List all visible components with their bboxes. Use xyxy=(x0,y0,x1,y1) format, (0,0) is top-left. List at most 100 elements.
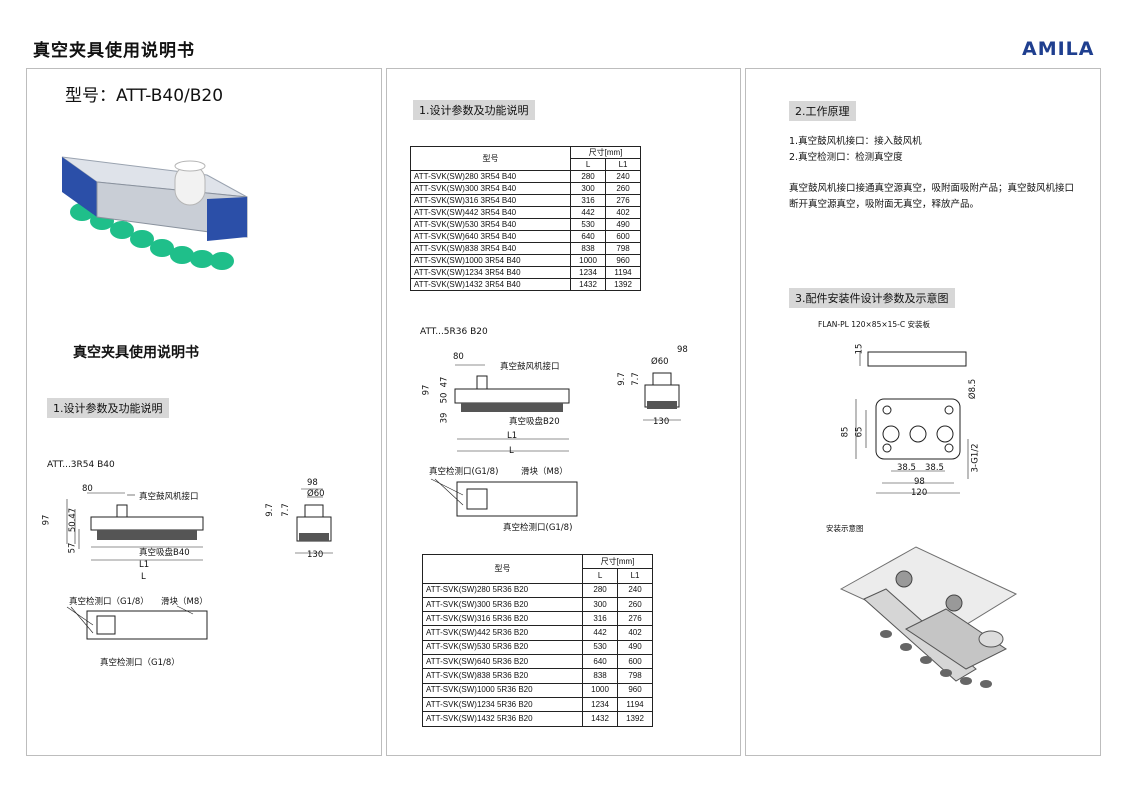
brand-logo: AMILA xyxy=(1022,38,1095,60)
dim-9-7: 9.7 xyxy=(616,372,627,386)
dim-80: 80 xyxy=(453,352,464,362)
l1-cell: 490 xyxy=(617,639,653,656)
l1-cell: 960 xyxy=(617,682,653,698)
dim-8-5: Ø8.5 xyxy=(968,378,979,400)
dim-80: 80 xyxy=(82,484,93,494)
dim-38-5-b: 38.5 xyxy=(925,463,944,473)
dim-9-7: 9.7 xyxy=(264,503,275,517)
dim-85: 85 xyxy=(840,426,851,438)
l-cell: 1000 xyxy=(582,682,619,698)
l-cell: 530 xyxy=(582,639,619,656)
dim-60: Ø60 xyxy=(307,489,325,499)
dim-97: 97 xyxy=(421,384,432,396)
label-blower: 真空鼓风机接口 xyxy=(139,492,199,502)
l-cell: 300 xyxy=(582,596,619,613)
table-header-l: L xyxy=(582,568,619,584)
label-suction: 真空吸盘B20 xyxy=(509,417,560,427)
document-title: 真空夹具使用说明书 xyxy=(33,41,195,61)
model-cell: ATT-SVK(SW)280 5R36 B20 xyxy=(421,582,584,598)
dim-47: 50.47 xyxy=(68,507,79,533)
dim-7-7: 7.7 xyxy=(630,372,641,386)
l1-cell: 260 xyxy=(617,596,653,613)
dim-thread: 3-G1/2 xyxy=(970,443,981,473)
dim-60: Ø60 xyxy=(651,357,669,367)
l1-cell: 240 xyxy=(617,582,653,598)
flan-label: FLAN-PL 120×85×15-C 安装板 xyxy=(818,320,930,329)
label-check-port: 真空检测口（G1/8） xyxy=(69,597,149,607)
l-cell: 838 xyxy=(582,668,619,684)
principle-line-2: 2.真空检测口：检测真空度 xyxy=(789,152,903,163)
model-cell: ATT-SVK(SW)838 5R36 B20 xyxy=(421,668,584,684)
l1-cell: 798 xyxy=(617,668,653,684)
dim-15: 15 xyxy=(854,343,865,355)
label-check-port-2: 真空检测口(G1/8) xyxy=(503,523,573,533)
l-cell: 640 xyxy=(582,654,619,670)
label-l1: L1 xyxy=(507,431,518,441)
section-heading: 1.设计参数及功能说明 xyxy=(47,398,169,418)
section-principle: 2.工作原理 xyxy=(789,101,856,121)
label-slider: 滑块（M8） xyxy=(521,467,568,477)
l1-cell: 402 xyxy=(617,625,653,641)
model-cell: ATT-SVK(SW)1432 3R54 B40 xyxy=(409,278,572,291)
l-cell: 280 xyxy=(582,582,619,598)
l1-cell: 1194 xyxy=(617,696,653,713)
dim-98: 98 xyxy=(307,478,318,488)
label-blower: 真空鼓风机接口 xyxy=(500,362,560,372)
label-check-port-2: 真空检测口（G1/8） xyxy=(100,658,180,668)
dim-120: 120 xyxy=(911,488,928,498)
label-l: L xyxy=(141,572,146,582)
model-cell: ATT-SVK(SW)1000 5R36 B20 xyxy=(421,682,584,698)
dim-50: 50 xyxy=(439,392,450,404)
dim-65: 65 xyxy=(854,426,865,438)
dim-47: 47 xyxy=(439,376,450,388)
principle-para-1: 真空鼓风机接口接通真空源真空，吸附面吸附产品；真空鼓风机接口 xyxy=(789,183,1075,194)
table-header-l1: L1 xyxy=(617,568,653,584)
label-slider: 滑块（M8） xyxy=(161,597,208,607)
dim-97: 97 xyxy=(41,514,52,526)
label-l: L xyxy=(509,446,514,456)
product-photo xyxy=(61,156,248,270)
drawing-label: ATT...3R54 B40 xyxy=(47,460,115,470)
label-check-port: 真空检测口(G1/8) xyxy=(429,467,499,477)
dim-57: 57 xyxy=(67,542,78,554)
panel-principle: 2.工作原理 1.真空鼓风机接口：接入鼓风机 2.真空检测口：检测真空度 真空鼓… xyxy=(745,68,1101,756)
model-cell: ATT-SVK(SW)1432 5R36 B20 xyxy=(421,711,584,727)
section-heading: 1.设计参数及功能说明 xyxy=(413,100,535,120)
l1-cell: 276 xyxy=(617,611,653,627)
dim-98: 98 xyxy=(914,477,925,487)
l1-cell: 1392 xyxy=(617,711,653,727)
mounting-plate-drawing xyxy=(839,351,1018,688)
label-suction: 真空吸盘B40 xyxy=(139,548,190,558)
model-cell: ATT-SVK(SW)1234 5R36 B20 xyxy=(421,696,584,713)
dim-38-5-a: 38.5 xyxy=(897,463,916,473)
table-header-model: 型号 xyxy=(421,554,584,584)
dim-7-7: 7.7 xyxy=(280,503,291,517)
subtitle: 真空夹具使用说明书 xyxy=(73,345,199,361)
model-cell: ATT-SVK(SW)640 5R36 B20 xyxy=(421,654,584,670)
front-view-drawing xyxy=(66,488,333,640)
dim-98: 98 xyxy=(677,345,688,355)
principle-para-2: 断开真空源真空，吸附面无真空，释放产品。 xyxy=(789,199,980,210)
drawing-label: ATT...5R36 B20 xyxy=(420,327,488,337)
model-cell: ATT-SVK(SW)530 5R36 B20 xyxy=(421,639,584,656)
panel-product: 型号：ATT-B40/B20 真空夹具使用说明书 1.设计参数及功能说明 ATT… xyxy=(26,68,382,756)
l-cell: 316 xyxy=(582,611,619,627)
table-header-model: 型号 xyxy=(409,146,572,171)
l1-cell: 600 xyxy=(617,654,653,670)
